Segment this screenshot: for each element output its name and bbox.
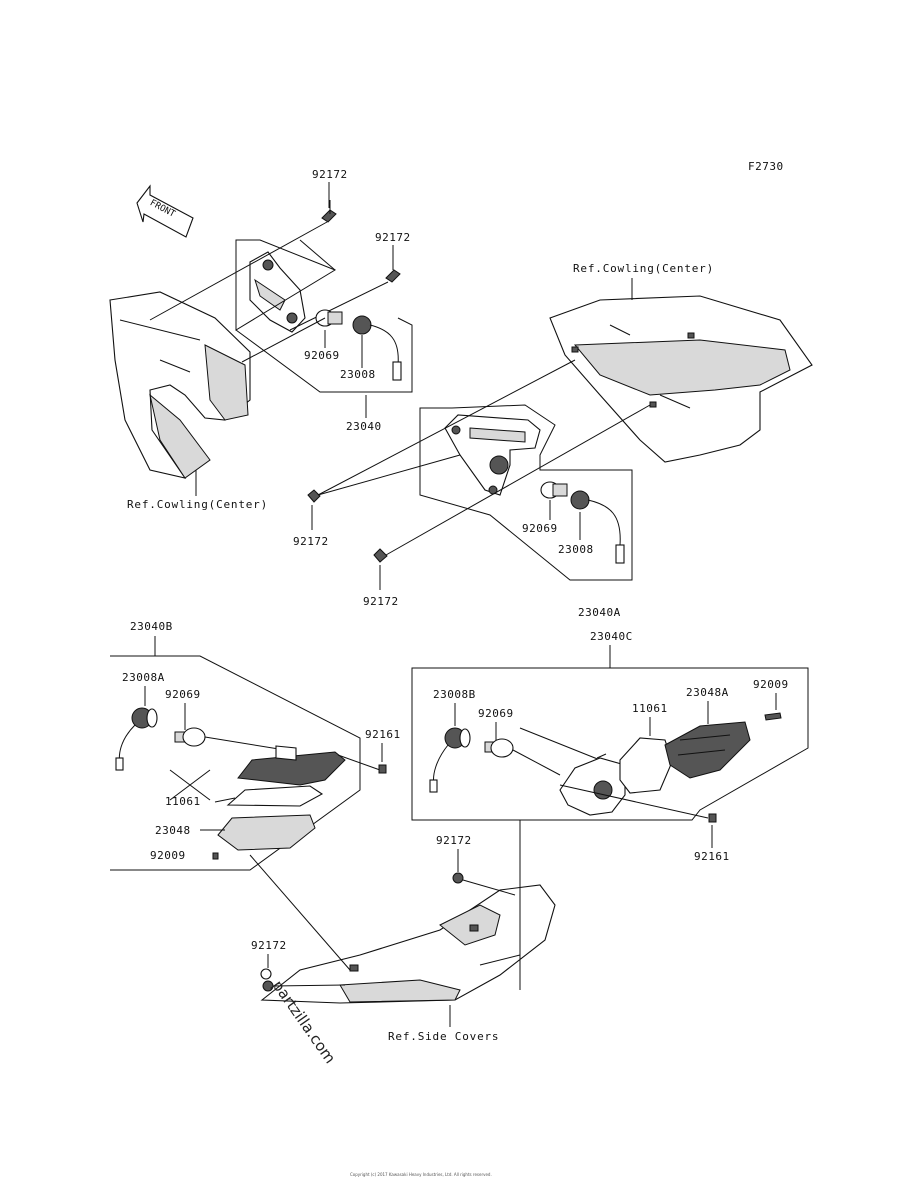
label-92161-b: 92161 — [694, 850, 730, 863]
label-92069-a: 92069 — [304, 349, 340, 362]
label-92172-e: 92172 — [436, 834, 472, 847]
label-92069-b: 92069 — [522, 522, 558, 535]
turn-signal-housing-left — [237, 745, 381, 786]
label-23008B: 23008B — [433, 688, 476, 701]
label-92172-f: 92172 — [251, 939, 287, 952]
label-23008-a: 23008 — [340, 368, 376, 381]
label-23040C: 23040C — [590, 630, 633, 643]
socket-23008A — [115, 707, 158, 771]
bulb-92069-c — [174, 727, 206, 747]
exploded-box-23040-right — [419, 404, 633, 581]
label-92009-b: 92009 — [753, 678, 789, 691]
cowling-right-shape — [549, 295, 813, 463]
screw-92009-a — [212, 852, 219, 860]
diagram-code: F2730 — [748, 160, 784, 173]
nut-92161-b — [708, 813, 717, 823]
label-23048: 23048 — [155, 824, 191, 837]
turn-signal-housing-right — [559, 753, 626, 816]
label-92172-d: 92172 — [363, 595, 399, 608]
label-23048A: 23048A — [686, 686, 729, 699]
label-92172-c: 92172 — [293, 535, 329, 548]
turn-signal-bracket-right — [444, 414, 541, 496]
gasket-11061-b — [619, 737, 673, 794]
label-92161-a: 92161 — [365, 728, 401, 741]
screw-92172-b — [385, 269, 401, 283]
label-92172-b: 92172 — [375, 231, 411, 244]
socket-23008-a — [352, 315, 402, 381]
screw-92009-b — [764, 712, 782, 721]
screw-92172-d — [373, 548, 388, 563]
lens-23048A — [664, 721, 751, 779]
label-92069-d: 92069 — [478, 707, 514, 720]
copyright-text: Copyright (c) 2017 Kawasaki Heavy Indust… — [350, 1172, 492, 1177]
screw-92172-a — [321, 200, 337, 223]
label-92069-c: 92069 — [165, 688, 201, 701]
label-11061-a: 11061 — [165, 795, 201, 808]
bulb-92069-b — [540, 481, 568, 499]
socket-23008-b — [570, 490, 625, 564]
socket-23008B — [429, 727, 471, 793]
ref-cowling-right: Ref.Cowling(Center) — [573, 262, 714, 275]
label-92172-a: 92172 — [312, 168, 348, 181]
label-23008-b: 23008 — [558, 543, 594, 556]
screw-92172-c — [307, 489, 321, 503]
nut-92161-a — [378, 764, 387, 774]
screw-92172-f — [260, 968, 274, 992]
label-23040: 23040 — [346, 420, 382, 433]
turn-signal-bracket-left — [249, 251, 306, 333]
label-92009-a: 92009 — [150, 849, 186, 862]
bulb-92069-d — [484, 738, 514, 758]
front-arrow-icon: FRONT — [136, 184, 194, 238]
ref-side-covers: Ref.Side Covers — [388, 1030, 499, 1043]
label-23040B: 23040B — [130, 620, 173, 633]
ref-cowling-left: Ref.Cowling(Center) — [127, 498, 268, 511]
screw-92172-e — [452, 872, 464, 884]
bulb-92069-a — [315, 309, 343, 327]
label-11061-b: 11061 — [632, 702, 668, 715]
label-23040A: 23040A — [578, 606, 621, 619]
cowling-left-shape — [109, 291, 251, 479]
side-covers-shape — [260, 884, 556, 1004]
lens-23048 — [217, 814, 316, 851]
gasket-11061-a — [226, 785, 324, 807]
label-23008A: 23008A — [122, 671, 165, 684]
